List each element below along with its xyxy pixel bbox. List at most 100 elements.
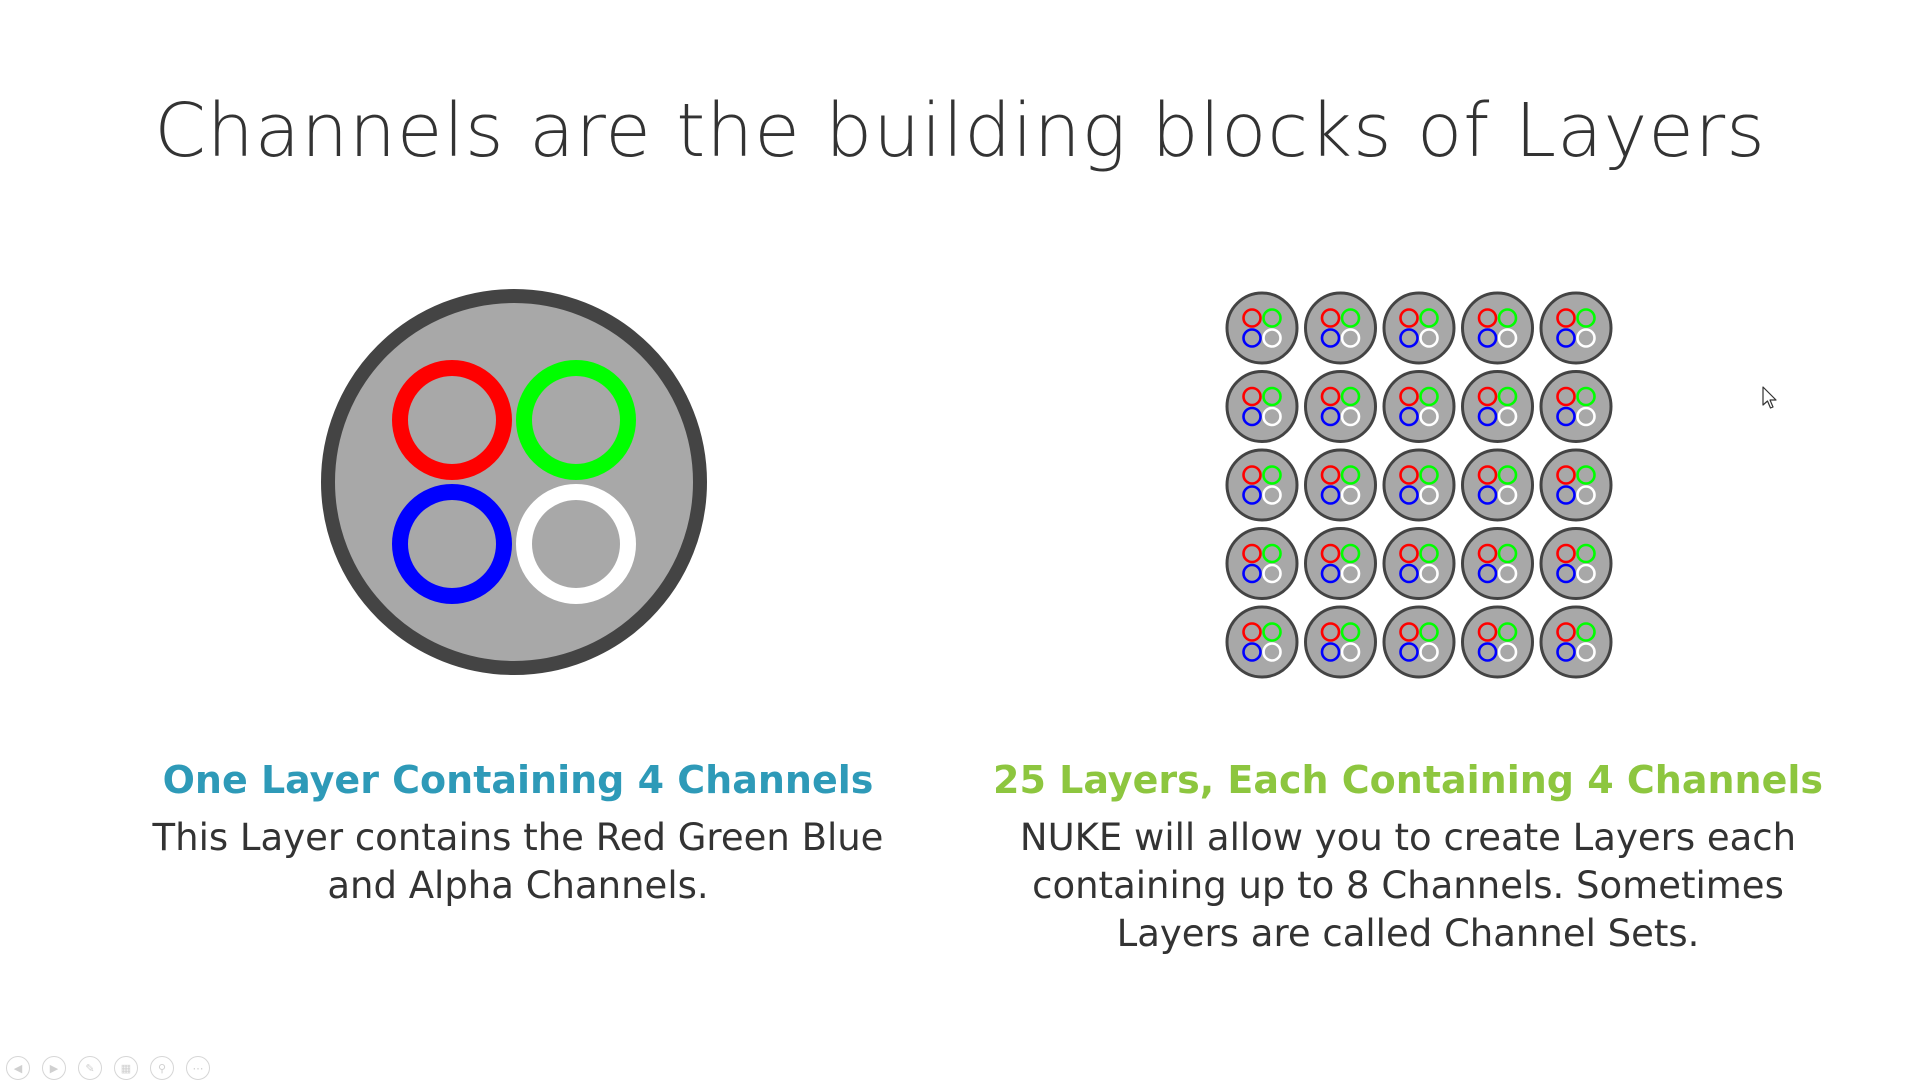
blue-channel-ring: [1556, 406, 1576, 427]
green-channel-ring: [1262, 308, 1282, 328]
layer-circle: [1539, 605, 1613, 679]
red-channel-ring: [1320, 465, 1341, 485]
left-heading: One Layer Containing 4 Channels: [162, 758, 874, 802]
layer-circle: [1225, 370, 1299, 443]
blue-channel-ring: [1242, 406, 1262, 427]
more-icon[interactable]: ⋯: [186, 1056, 210, 1080]
red-channel-ring: [1399, 386, 1419, 407]
alpha-channel-ring: [1340, 406, 1361, 427]
green-channel-ring: [1419, 622, 1439, 642]
alpha-channel-ring: [1262, 642, 1282, 662]
layer-icon: [1461, 370, 1534, 443]
layer-circle: [1382, 370, 1456, 443]
layer-circle: [1225, 448, 1299, 522]
green-channel-ring: [1262, 543, 1282, 564]
layer-icon: [1539, 448, 1613, 522]
blue-channel-ring: [1399, 642, 1419, 662]
layer-circle: [1304, 370, 1377, 443]
alpha-channel-ring: [1262, 406, 1282, 427]
green-channel-ring: [1497, 308, 1518, 328]
previous-icon[interactable]: ◀: [6, 1056, 30, 1080]
green-channel-ring: [1340, 543, 1361, 564]
red-channel-ring: [1477, 622, 1498, 642]
red-channel-ring: [1556, 386, 1576, 407]
alpha-channel-ring: [1340, 563, 1361, 584]
layer-circle: [1461, 370, 1534, 443]
layer-circle: [1539, 448, 1613, 522]
blue-channel-ring: [1556, 563, 1576, 584]
green-channel-ring: [1419, 543, 1439, 564]
red-channel-ring: [1399, 622, 1419, 642]
red-channel-ring: [1477, 465, 1498, 485]
alpha-channel-ring: [1419, 406, 1439, 427]
alpha-channel-ring: [1419, 485, 1439, 505]
layer-grid-diagram: [1225, 291, 1613, 679]
green-channel-ring: [1419, 386, 1439, 407]
blue-channel-ring: [1320, 485, 1341, 505]
zoom-icon[interactable]: ⚲: [150, 1056, 174, 1080]
blue-channel-ring: [1477, 485, 1498, 505]
green-channel-ring: [1576, 308, 1596, 328]
pen-icon[interactable]: ✎: [78, 1056, 102, 1080]
layer-icon: [1461, 448, 1534, 522]
layer-circle: [1304, 605, 1377, 679]
alpha-channel-ring: [1497, 485, 1518, 505]
layer-circle: [1539, 291, 1613, 365]
mouse-cursor-icon: [1762, 386, 1777, 409]
layer-circle: [1304, 527, 1377, 600]
right-heading: 25 Layers, Each Containing 4 Channels: [993, 758, 1823, 802]
blue-channel-ring: [392, 484, 512, 604]
red-channel-ring: [1242, 622, 1262, 642]
layer-icon: [1539, 370, 1613, 443]
red-channel-ring: [1477, 543, 1498, 564]
alpha-channel-ring: [1576, 642, 1596, 662]
layer-icon: [1304, 605, 1377, 679]
green-channel-ring: [1576, 622, 1596, 642]
green-channel-ring: [1497, 543, 1518, 564]
layer-circle: [1382, 527, 1456, 600]
layer-icon: [1461, 527, 1534, 600]
red-channel-ring: [1556, 543, 1576, 564]
green-channel-ring: [1497, 465, 1518, 485]
layer-icon: [1382, 370, 1456, 443]
right-body: NUKE will allow you to create Layers eac…: [1019, 816, 1797, 955]
layer-icon: [1225, 527, 1299, 600]
alpha-channel-ring: [1419, 563, 1439, 584]
green-channel-ring: [516, 360, 636, 480]
alpha-channel-ring: [1497, 563, 1518, 584]
blue-channel-ring: [1556, 328, 1576, 348]
blue-channel-ring: [1320, 406, 1341, 427]
red-channel-ring: [1320, 308, 1341, 328]
red-channel-ring: [1399, 308, 1419, 328]
layer-icon: [1461, 605, 1534, 679]
blue-channel-ring: [1320, 563, 1341, 584]
green-channel-ring: [1262, 465, 1282, 485]
layer-icon: [1304, 448, 1377, 522]
blue-channel-ring: [1399, 406, 1419, 427]
red-channel-ring: [1477, 308, 1498, 328]
alpha-channel-ring: [1576, 406, 1596, 427]
red-channel-ring: [1477, 386, 1498, 407]
alpha-channel-ring: [1419, 328, 1439, 348]
red-channel-ring: [1242, 465, 1262, 485]
green-channel-ring: [1576, 386, 1596, 407]
alpha-channel-ring: [1576, 563, 1596, 584]
alpha-channel-ring: [1576, 485, 1596, 505]
alpha-channel-ring: [1576, 328, 1596, 348]
left-caption: One Layer Containing 4 Channels This Lay…: [138, 756, 898, 910]
layer-icon: [1225, 605, 1299, 679]
layer-icon: [1304, 370, 1377, 443]
layer-icon: [1539, 291, 1613, 365]
slides-icon[interactable]: ▦: [114, 1056, 138, 1080]
layer-circle: [1304, 448, 1377, 522]
next-icon[interactable]: ▶: [42, 1056, 66, 1080]
layer-icon: [1382, 448, 1456, 522]
alpha-channel-ring: [1262, 563, 1282, 584]
layer-icon: [1304, 527, 1377, 600]
alpha-channel-ring: [1262, 485, 1282, 505]
layer-circle: [1382, 605, 1456, 679]
red-channel-ring: [1556, 308, 1576, 328]
right-caption: 25 Layers, Each Containing 4 Channels NU…: [968, 756, 1848, 958]
blue-channel-ring: [1320, 642, 1341, 662]
left-body: This Layer contains the Red Green Blue a…: [152, 816, 884, 907]
